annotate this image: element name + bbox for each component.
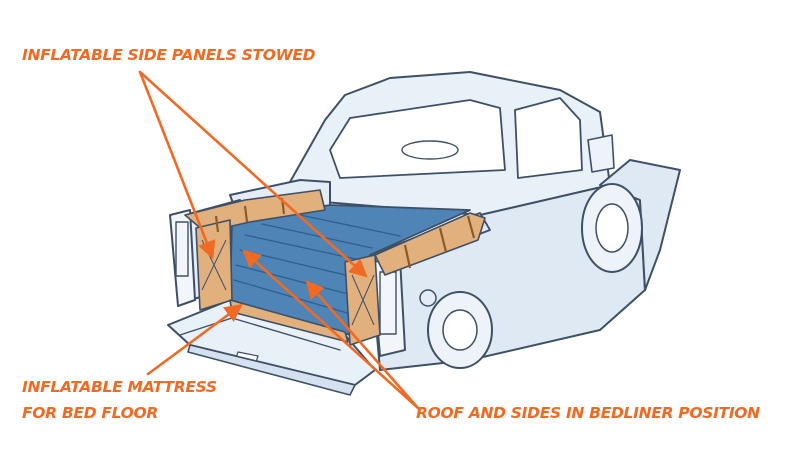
side-panels-label: INFLATABLE SIDE PANELS STOWED <box>22 46 316 64</box>
mattress-label-line-1: INFLATABLE MATTRESS <box>22 378 217 396</box>
callout-arrows <box>138 70 420 410</box>
arrow-left-side-panel <box>138 70 216 260</box>
arrow-roof-sides-right <box>305 280 420 410</box>
roof-sides-label: ROOF AND SIDES IN BEDLINER POSITION <box>416 404 760 422</box>
mattress-label: INFLATABLE MATTRESS FOR BED FLOOR <box>22 374 217 426</box>
mattress-label-line-2: FOR BED FLOOR <box>22 404 159 422</box>
arrow-right-side-panel <box>138 70 368 278</box>
arrow-roof-sides-left <box>242 249 420 410</box>
arrow-mattress <box>146 303 243 376</box>
